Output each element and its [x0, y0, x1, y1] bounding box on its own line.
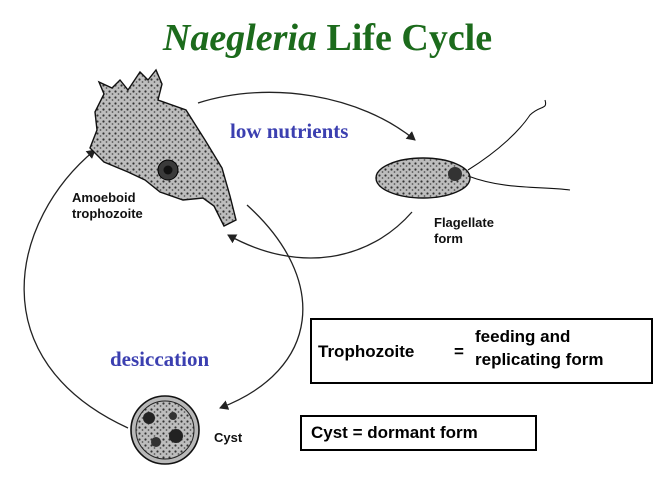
cyst-definition: Cyst = dormant form [311, 423, 478, 442]
cyst-cell [130, 395, 200, 465]
trophozoite-definition-box: Trophozoite = feeding and replicating fo… [310, 318, 653, 384]
condition-low-nutrients: low nutrients [230, 119, 349, 143]
cyst-definition-box: Cyst = dormant form [300, 415, 537, 451]
flagellate-label: Flagellate form [434, 215, 494, 246]
arrow-to-amoeboid [227, 211, 413, 259]
title-genus: Naegleria [162, 17, 317, 59]
flagellate-form-cell [375, 99, 571, 199]
trophozoite-term: Trophozoite [318, 342, 415, 361]
cyst-label: Cyst [214, 430, 243, 445]
arrow-to-flagellate [197, 91, 416, 141]
amoeboid-trophozoite-cell [89, 68, 237, 227]
page-title: Naegleria Life Cycle [0, 16, 655, 60]
equals-sign: = [454, 342, 464, 361]
condition-desiccation: desiccation [110, 347, 210, 371]
arrow-cyst-to-amoeboid [23, 149, 129, 429]
amoeboid-label: Amoeboid trophozoite [72, 190, 143, 221]
title-rest: Life Cycle [316, 17, 493, 59]
arrow-to-cyst [219, 204, 304, 410]
trophozoite-definition: feeding and replicating form [475, 327, 604, 369]
